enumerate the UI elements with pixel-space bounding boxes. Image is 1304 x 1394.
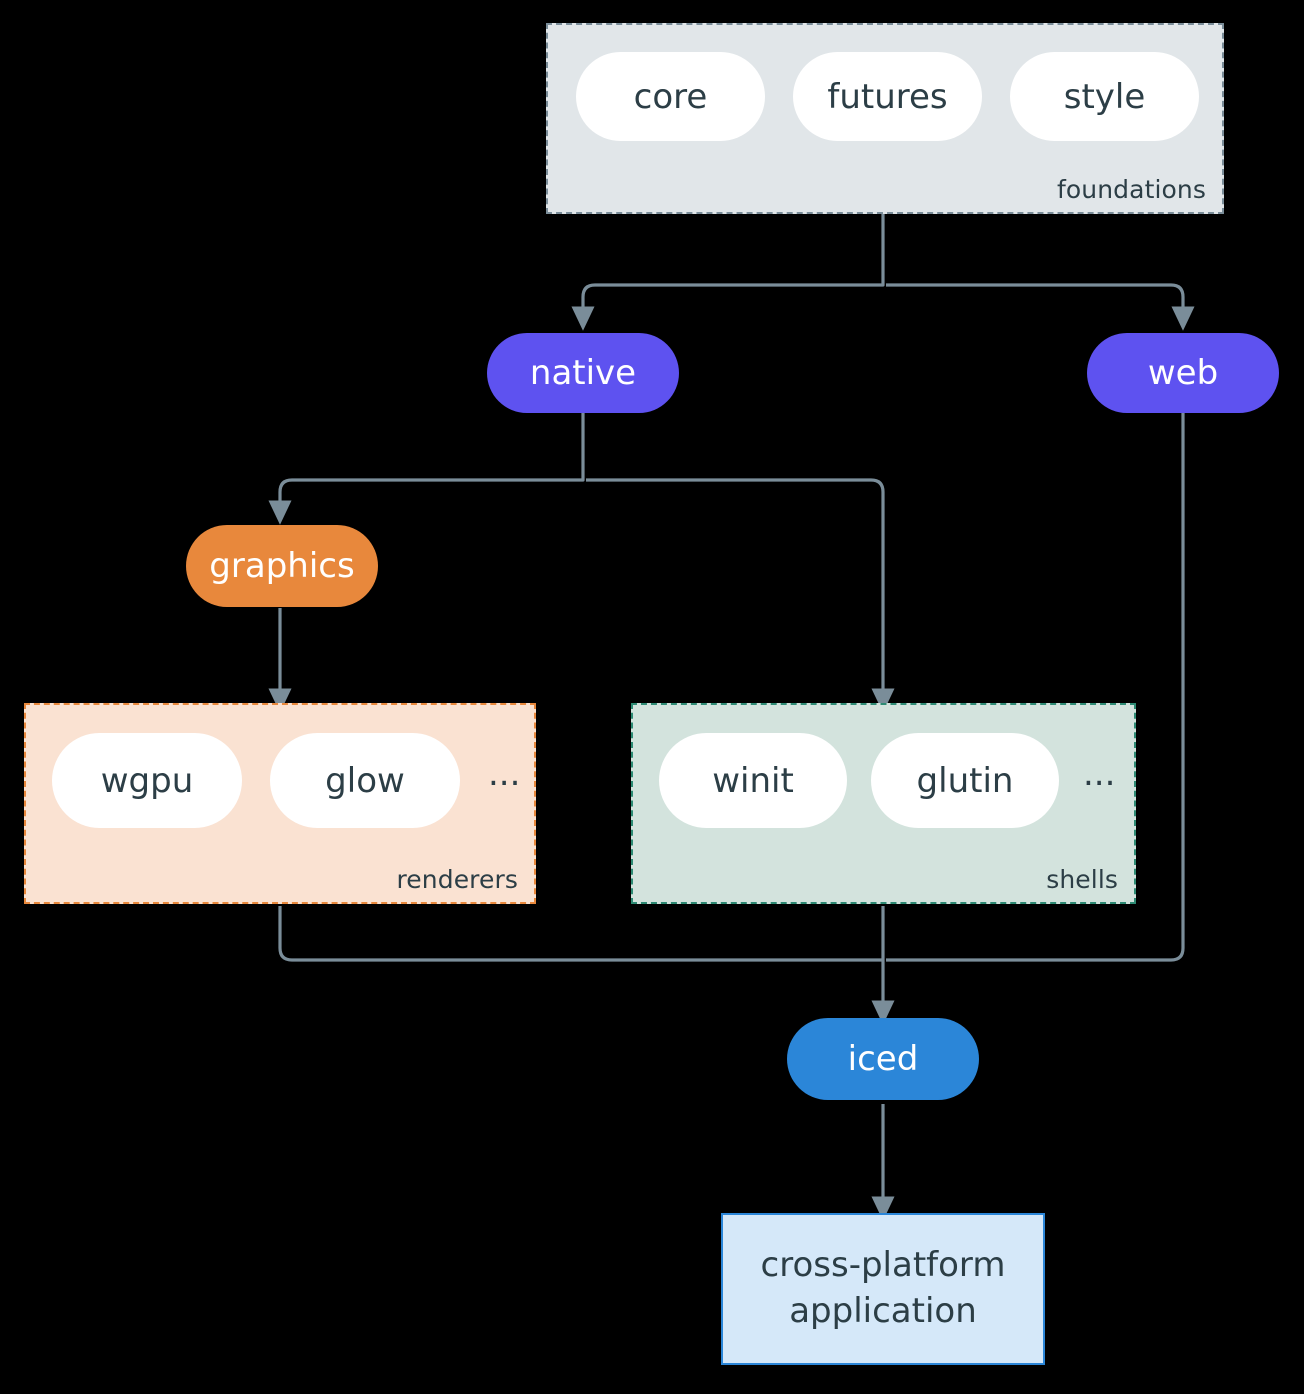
group-label-renderers: renderers [396,865,518,894]
pill-label: style [1063,76,1146,117]
pill-ellipsis: ... [1083,753,1116,794]
node-label: iced [847,1039,919,1079]
pill-label: glutin [916,760,1014,801]
edge-native-to-shells [586,478,895,713]
node-label: web [1147,353,1219,393]
group-label-shells: shells [1046,865,1118,894]
pill-futures[interactable]: futures [793,52,982,141]
pill-label: core [633,76,708,117]
node-iced[interactable]: iced [787,1018,979,1100]
edge-native-to-graphics [268,412,585,525]
pill-label: glow [325,760,405,801]
group-renderers: wgpu glow ... renderers [24,703,536,904]
pill-wgpu[interactable]: wgpu [52,733,242,828]
pill-label: futures [827,76,948,117]
pill-label: winit [712,760,794,801]
node-web[interactable]: web [1087,333,1279,413]
pill-label: wgpu [100,760,194,801]
pill-glutin[interactable]: glutin [871,733,1059,828]
pill-style[interactable]: style [1010,52,1199,141]
node-label: native [529,353,637,393]
group-shells: winit glutin ... shells [631,703,1136,904]
application-line-2: application [789,1291,977,1331]
edge-foundations-to-native [571,214,885,331]
group-label-foundations: foundations [1057,175,1206,204]
edge-renderers-to-iced [278,906,883,962]
pill-core[interactable]: core [576,52,765,141]
pill-ellipsis: ... [488,753,521,794]
node-native[interactable]: native [487,333,679,413]
node-graphics[interactable]: graphics [186,525,378,607]
application-line-1: cross-platform [760,1245,1006,1286]
edge-foundations-to-web [886,283,1195,331]
node-cross-platform-application[interactable]: cross-platform application [721,1213,1045,1365]
node-label: graphics [209,546,355,586]
pill-glow[interactable]: glow [270,733,460,828]
pill-winit[interactable]: winit [659,733,847,828]
group-foundations: core futures style foundations [546,23,1224,214]
